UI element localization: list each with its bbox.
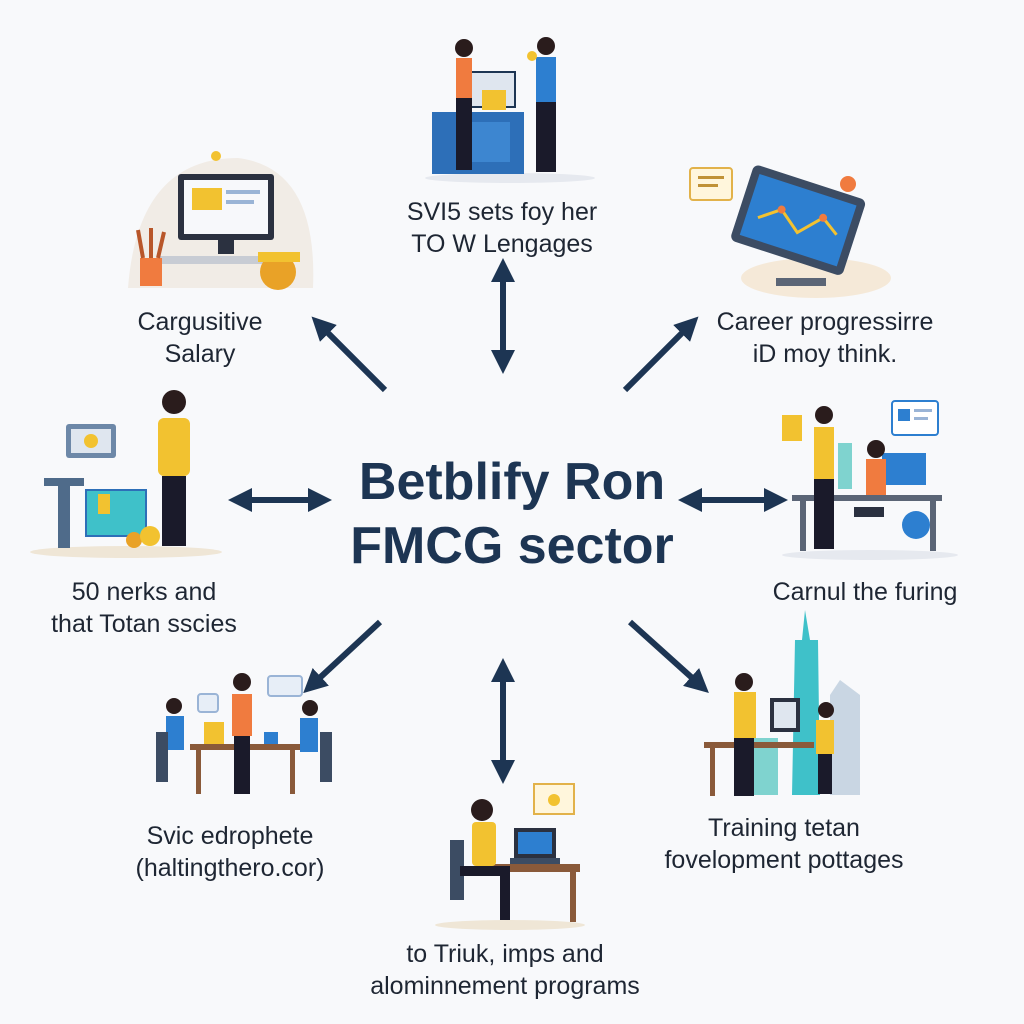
node-right-label: Carnul the furing	[740, 576, 990, 608]
center-title: Betblify Ron FMCG sector	[262, 450, 762, 578]
arrow-bottom-right	[627, 619, 709, 694]
node-top-line1: SVI5 sets foy her	[406, 198, 598, 226]
node-bottom-left-line1: Svic edrophete	[146, 822, 314, 850]
node-top-left-line1: Cargusitive	[137, 308, 263, 336]
computer-desk-icon	[128, 151, 314, 290]
node-top-right-line1: Career progressirre	[716, 308, 934, 336]
node-bottom-line1: to Triuk, imps and	[406, 940, 604, 968]
node-right-line1: Carnul the furing	[772, 578, 958, 606]
node-top-right-line2: iD moy think.	[752, 340, 898, 368]
arrow-top-left	[311, 316, 388, 393]
arrow-top-right	[622, 316, 699, 393]
node-bottom-label: to Triuk, imps and alominnement programs	[320, 938, 690, 1002]
center-title-line2: FMCG sector	[350, 517, 674, 575]
node-bottom-left-line2: (haltingthero.cor)	[135, 854, 325, 882]
analytics-monitor-icon	[689, 165, 891, 298]
office-workers-icon	[782, 400, 958, 560]
center-title-line1: Betblify Ron	[358, 453, 666, 511]
team-meeting-icon	[156, 673, 332, 794]
node-bottom-right-line2: fovelopment pottages	[664, 846, 904, 874]
retail-cart-icon	[30, 390, 222, 558]
node-left-line2: that Totan sscies	[51, 610, 237, 638]
node-top-label: SVI5 sets foy her TO W Lengages	[352, 196, 652, 260]
node-top-left-line2: Salary	[164, 340, 236, 368]
node-bottom-right-label: Training tetan fovelopment pottages	[634, 812, 934, 876]
node-left-label: 50 nerks and that Totan sscies	[14, 576, 274, 640]
city-training-icon	[704, 610, 860, 796]
node-bottom-left-label: Svic edrophete (haltingthero.cor)	[100, 820, 360, 884]
node-top-line2: TO W Lengages	[411, 230, 593, 258]
node-bottom-line2: alominnement programs	[370, 972, 640, 1000]
laptop-worker-icon	[435, 783, 585, 930]
node-bottom-right-line1: Training tetan	[708, 814, 860, 842]
node-left-line1: 50 nerks and	[71, 578, 217, 606]
shop-counter-icon	[425, 37, 595, 183]
node-top-left-label: Cargusitive Salary	[80, 306, 320, 370]
node-top-right-label: Career progressirre iD moy think.	[690, 306, 960, 370]
